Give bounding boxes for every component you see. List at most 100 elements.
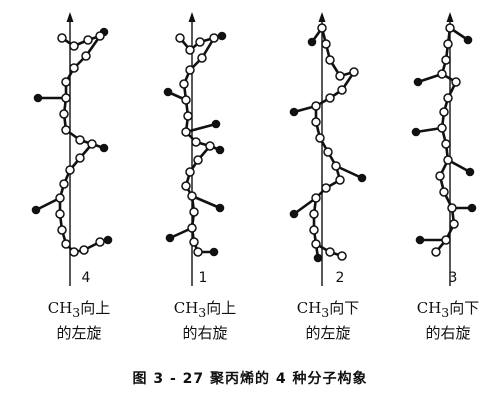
methyl-group	[31, 205, 41, 215]
label-sub: 3	[198, 305, 207, 320]
label-direction: 向上	[206, 299, 237, 317]
panel-label-ch3-up-right: CH3向上 的右旋	[150, 298, 260, 343]
label-direction: 向下	[329, 299, 360, 317]
methyl-group	[289, 209, 299, 219]
backbone-atom	[61, 93, 71, 103]
backbone-atom	[321, 183, 331, 193]
backbone-atom	[321, 39, 331, 49]
panel-label-ch3-up-left: CH3向上 的左旋	[24, 298, 134, 343]
chain-bond	[190, 194, 222, 210]
panel-label-ch3-down-right: CH3向下 的右旋	[393, 298, 500, 343]
backbone-atom	[183, 111, 193, 121]
label-handedness: 的左旋	[56, 324, 102, 342]
chain-bond	[334, 164, 364, 180]
backbone-atom	[59, 109, 69, 119]
backbone-atom	[95, 31, 105, 41]
backbone-atom	[195, 37, 205, 47]
backbone-atom	[187, 191, 197, 201]
backbone-atom	[87, 139, 97, 149]
label-handedness: 的右旋	[425, 324, 471, 342]
axis-arrowhead	[66, 12, 74, 22]
backbone-atom	[69, 41, 79, 51]
methyl-group	[211, 119, 221, 129]
backbone-atom	[83, 35, 93, 45]
backbone-atom	[323, 147, 333, 157]
methyl-group	[357, 173, 367, 183]
backbone-atom	[95, 237, 105, 247]
backbone-atom	[311, 101, 321, 111]
backbone-atom	[189, 237, 199, 247]
panel-number-2: 2	[335, 270, 345, 286]
axis-arrowhead	[188, 12, 196, 22]
backbone-atom	[441, 235, 451, 245]
methyl-group	[289, 107, 299, 117]
backbone-atom	[79, 245, 89, 255]
backbone-atom	[65, 165, 75, 175]
backbone-atom	[445, 23, 455, 33]
backbone-atom	[451, 77, 461, 87]
backbone-atom	[325, 55, 335, 65]
chain-bond	[184, 122, 218, 134]
backbone-atom	[209, 33, 219, 43]
backbone-atom	[443, 39, 453, 49]
backbone-atom	[437, 123, 447, 133]
label-ch: CH	[173, 299, 199, 317]
methyl-group	[413, 77, 423, 87]
methyl-group	[215, 145, 225, 155]
backbone-atom	[335, 71, 345, 81]
methyl-group	[103, 235, 113, 245]
axis-arrowhead	[318, 12, 326, 22]
axis-arrowhead	[446, 12, 454, 22]
backbone-atom	[193, 247, 203, 257]
backbone-atom	[331, 161, 341, 171]
backbone-atom	[191, 137, 201, 147]
backbone-atom	[57, 33, 67, 43]
backbone-atom	[439, 107, 449, 117]
backbone-atom	[61, 239, 71, 249]
methyl-group	[217, 31, 227, 41]
backbone-atom	[187, 223, 197, 233]
backbone-atom	[69, 63, 79, 73]
backbone-atom	[317, 23, 327, 33]
backbone-atom	[55, 193, 65, 203]
methyl-group	[415, 235, 425, 245]
backbone-atom	[435, 171, 445, 181]
backbone-atom	[349, 67, 359, 77]
backbone-atom	[449, 219, 459, 229]
label-sub: 3	[72, 305, 81, 320]
methyl-group	[465, 167, 475, 177]
backbone-atom	[311, 117, 321, 127]
panel-number-1: 1	[198, 270, 208, 286]
backbone-atom	[181, 127, 191, 137]
backbone-atom	[55, 209, 65, 219]
backbone-atom	[325, 93, 335, 103]
backbone-atom	[325, 247, 335, 257]
conformation-diagrams	[31, 12, 477, 286]
backbone-atom	[311, 193, 321, 203]
backbone-atom	[337, 251, 347, 261]
backbone-atom	[197, 53, 207, 63]
methyl-group	[307, 37, 317, 47]
label-direction: 向上	[80, 299, 111, 317]
backbone-atom	[335, 175, 345, 185]
label-handedness: 的右旋	[182, 324, 228, 342]
backbone-atom	[447, 203, 457, 213]
backbone-atom	[193, 155, 203, 165]
panel-number-3: 3	[448, 270, 458, 286]
backbone-atom	[185, 65, 195, 75]
label-ch: CH	[296, 299, 322, 317]
backbone-atom	[439, 187, 449, 197]
backbone-atom	[81, 51, 91, 61]
backbone-atom	[59, 179, 69, 189]
backbone-atom	[189, 207, 199, 217]
methyl-group	[99, 143, 109, 153]
label-sub: 3	[441, 305, 450, 320]
backbone-atom	[437, 69, 447, 79]
backbone-atom	[175, 33, 185, 43]
label-direction: 向下	[449, 299, 480, 317]
backbone-atom	[337, 85, 347, 95]
methyl-group	[463, 35, 473, 45]
methyl-group	[215, 203, 225, 213]
methyl-group	[163, 87, 173, 97]
backbone-atom	[181, 181, 191, 191]
